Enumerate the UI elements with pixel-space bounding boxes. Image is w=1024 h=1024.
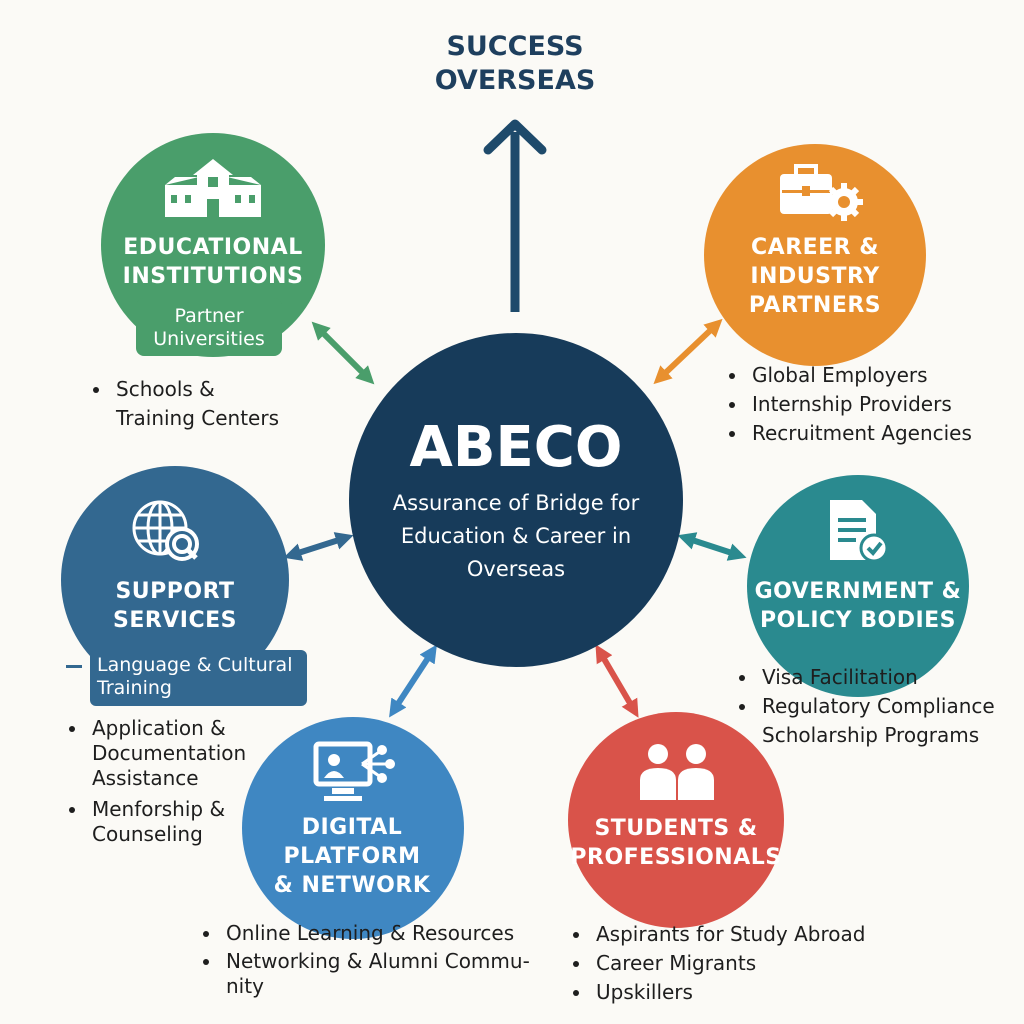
support-list: Application & Documentation Assistance M… [64, 716, 246, 847]
arrow-education [311, 321, 375, 385]
arrow-students [595, 644, 639, 718]
success-overseas-title: SUCCESS OVERSEAS [434, 31, 596, 96]
arrow-digital [389, 644, 437, 718]
school-building-icon [165, 159, 261, 217]
briefcase-gear-icon [780, 164, 863, 221]
monitor-network-icon [313, 741, 395, 801]
arrow-career [653, 318, 723, 385]
abeco-title: ABECO [409, 415, 623, 480]
document-check-icon [830, 500, 889, 563]
government-list: Visa Facilitation Regulatory Compliance … [734, 663, 995, 750]
arrow-up-success [483, 119, 547, 312]
arrow-support [283, 532, 354, 561]
career-list: Global Employers Internship Providers Re… [724, 361, 972, 448]
students-list: Aspirants for Study Abroad Career Migran… [568, 920, 865, 1007]
education-list: Schools & Training Centers [88, 375, 279, 433]
digital-list: Online Learning & Resources Networking &… [198, 919, 530, 997]
people-icon [640, 744, 714, 800]
globe-search-icon [132, 500, 199, 561]
arrow-government [677, 532, 747, 561]
